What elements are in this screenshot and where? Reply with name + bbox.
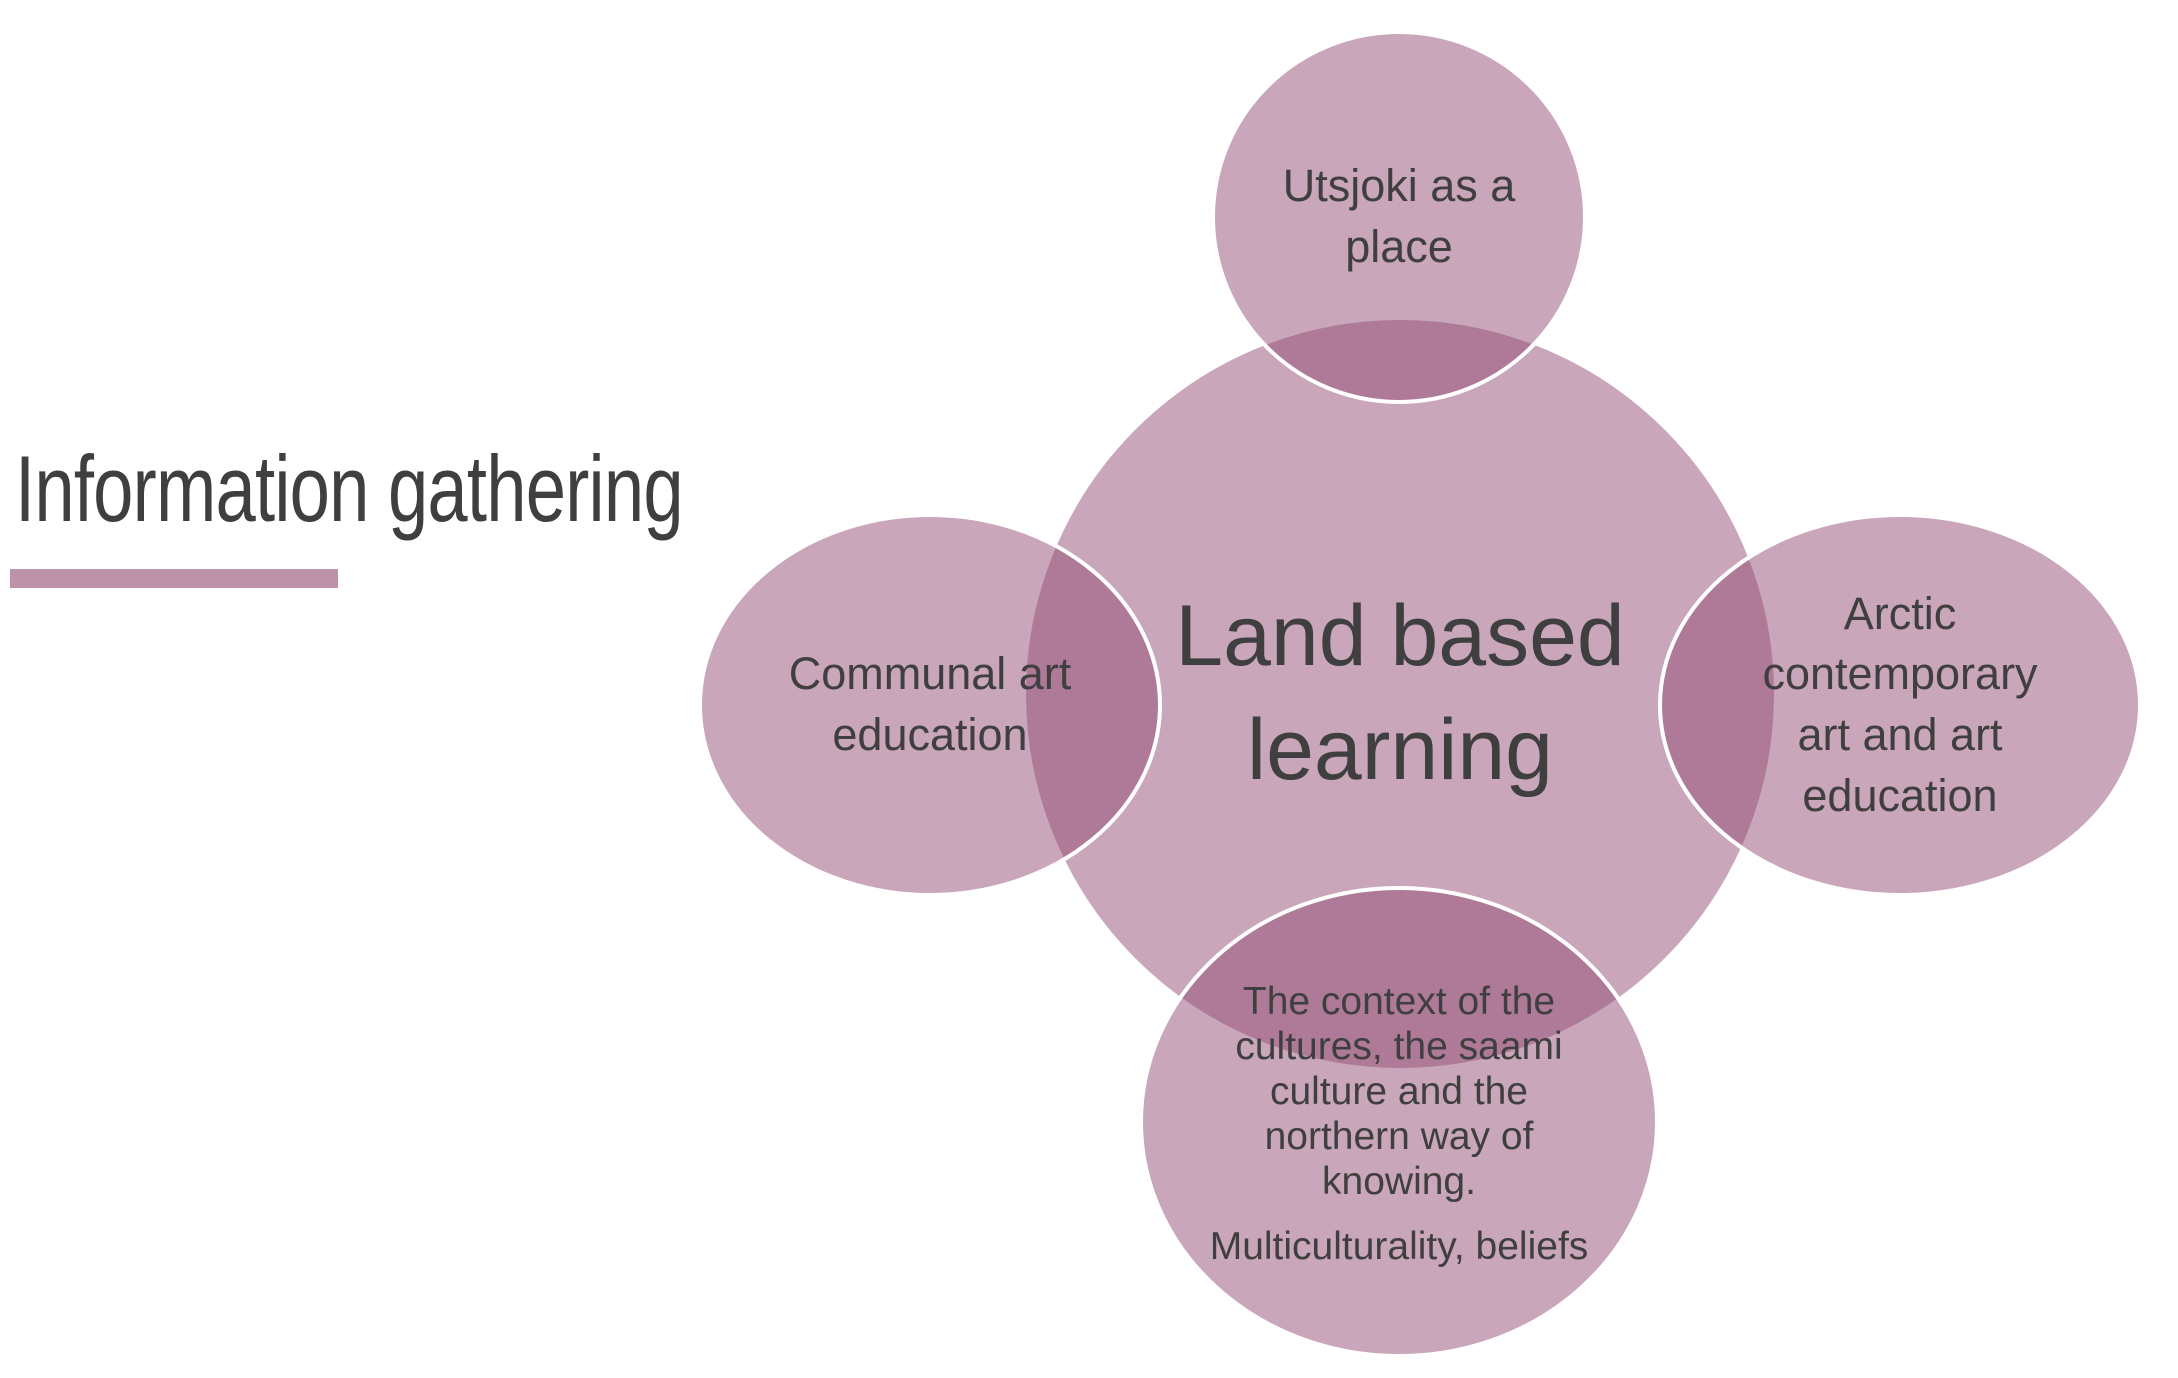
satellite-circle-bottom xyxy=(1139,886,1659,1358)
satellite-label-bottom-paragraph-2: Multiculturality, beliefs xyxy=(1209,1224,1589,1268)
satellite-label-bottom-paragraph-1: The context of the cultures, the saami c… xyxy=(1235,980,1563,1203)
satellite-label-left: Communal art education xyxy=(788,648,1072,760)
satellite-circle-top xyxy=(1211,30,1587,404)
satellite-label-bottom: The context of the cultures, the saami c… xyxy=(1139,930,1659,1320)
satellite-circle-right xyxy=(1658,513,2142,897)
satellite-label-top: Utsjoki as a place xyxy=(1282,160,1516,272)
satellite-circle-left xyxy=(698,513,1162,897)
central-circle-label: Land based learning xyxy=(1175,588,1625,798)
title-underline xyxy=(10,569,338,588)
page-title: Information gathering xyxy=(15,436,684,541)
satellite-label-right: Arctic contemporary art and art educatio… xyxy=(1762,587,2038,821)
